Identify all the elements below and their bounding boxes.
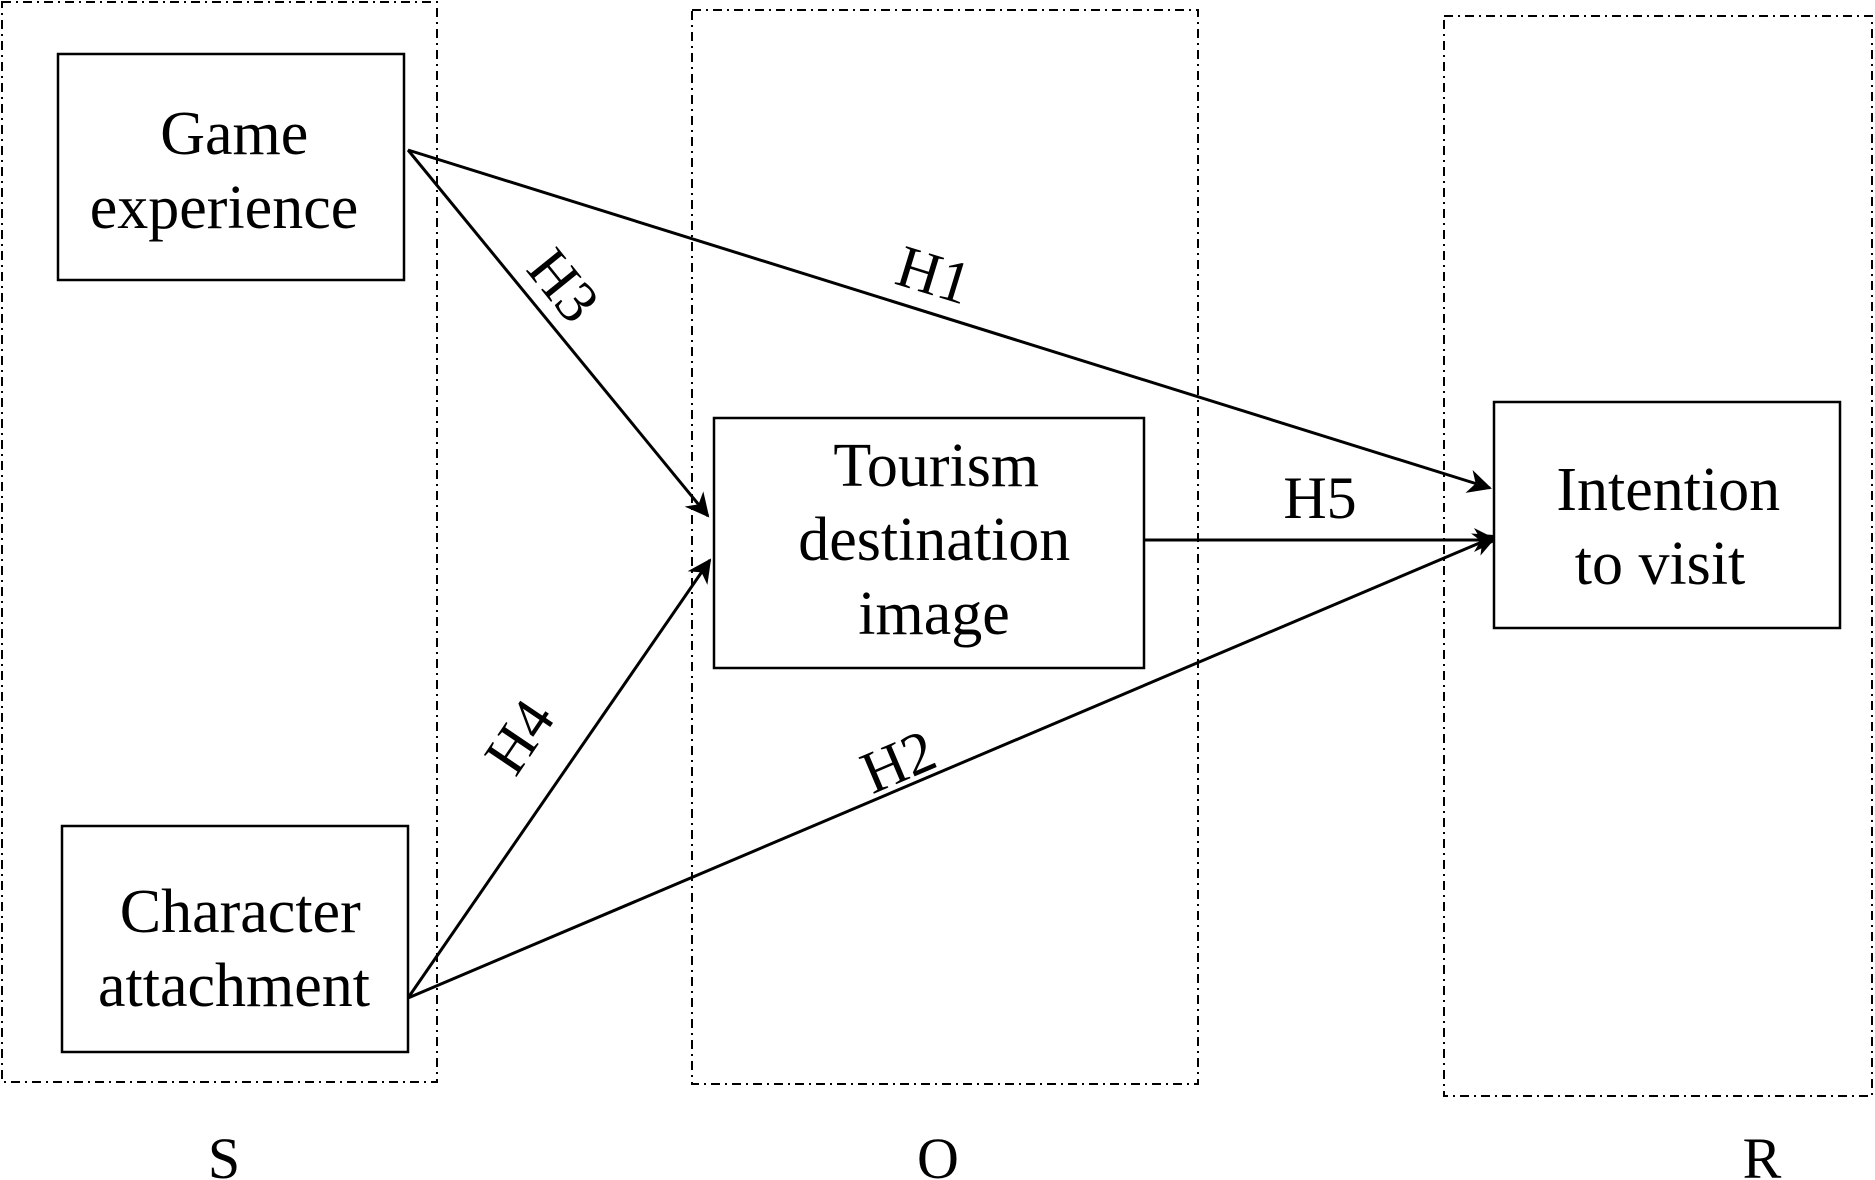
edge-h3 <box>406 149 710 518</box>
intention-to-visit-box <box>1492 400 1842 630</box>
stimulus-group-frame <box>1 1 438 1083</box>
hypothesis-label-h3: H3 <box>515 236 612 335</box>
tourism-destination-image-line-2: destination <box>798 506 1070 574</box>
organism-group-frame <box>691 9 1199 1085</box>
intention-to-visit-line-2: to visit <box>1575 530 1746 598</box>
hypothesis-label-h2: H2 <box>852 717 945 806</box>
hypothesis-label-h5: H5 <box>1283 465 1356 531</box>
hypothesis-label-h4: H4 <box>472 688 568 786</box>
character-attachment-line-2: attachment <box>98 952 370 1020</box>
response-group-frame <box>1443 15 1873 1097</box>
game-experience-box <box>56 52 406 282</box>
stage-label-o: O <box>917 1126 959 1180</box>
game-experience-label: Game experience <box>90 100 358 242</box>
game-experience-line-1: Game <box>160 100 308 168</box>
character-attachment-label: Character attachment <box>98 878 376 1020</box>
tourism-destination-image-line-3: image <box>858 580 1010 648</box>
intention-to-visit-label: Intention to visit <box>1556 456 1795 598</box>
edge-h4 <box>406 558 712 999</box>
intention-to-visit-line-1: Intention <box>1556 456 1780 524</box>
tourism-destination-image-label: Tourism destination image <box>798 432 1086 648</box>
character-attachment-box <box>60 824 410 1054</box>
edge-h2 <box>407 533 1498 1000</box>
stage-label-s: S <box>208 1126 240 1180</box>
game-experience-line-2: experience <box>90 174 358 242</box>
tourism-destination-image-line-1: Tourism <box>833 432 1039 500</box>
edge-h1 <box>407 148 1492 493</box>
character-attachment-line-1: Character <box>120 878 361 946</box>
tourism-destination-image-box <box>712 416 1146 670</box>
stage-label-r: R <box>1743 1126 1782 1180</box>
